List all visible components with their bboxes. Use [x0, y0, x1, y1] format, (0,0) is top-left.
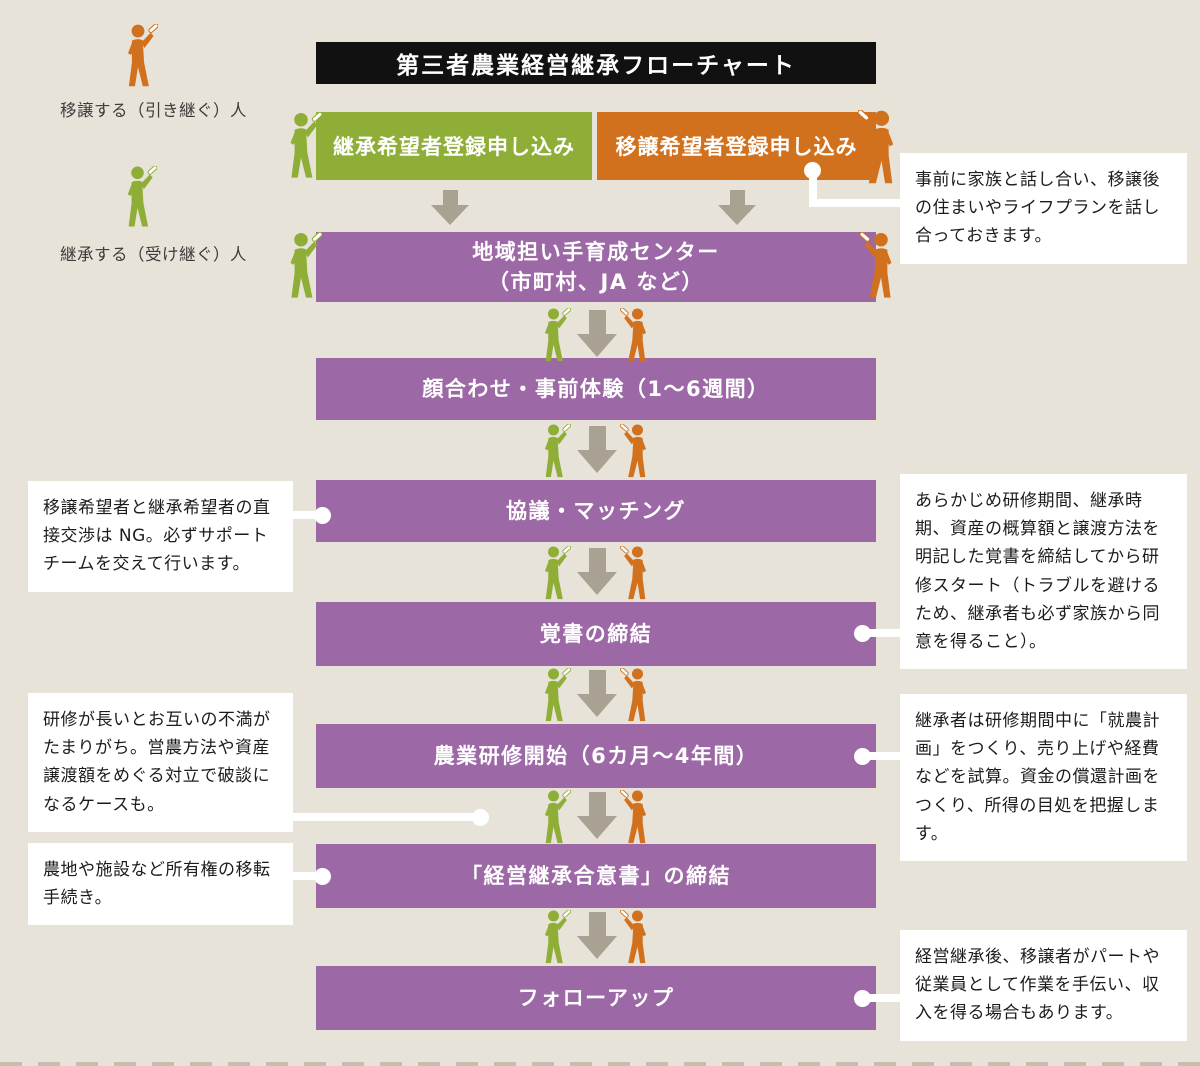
down-arrow-icon [577, 548, 617, 595]
note-text: 事前に家族と話し合い、移譲後の住まいやライフプランを話し合っておきます。 [915, 170, 1160, 247]
entry-box-transferor-label: 移譲希望者登録申し込み [615, 135, 858, 159]
chart-title-text: 第三者農業経営継承フローチャート [396, 53, 796, 79]
down-arrow-icon [577, 670, 617, 717]
step-box-succession-agreement: 「経営継承合意書」の締結 [316, 844, 876, 908]
step-label: 協議・マッチング [506, 498, 686, 523]
successor-person-icon [536, 790, 571, 848]
step-box-memorandum: 覚書の締結 [316, 602, 876, 666]
transferor-person-icon [860, 232, 902, 304]
connector-line [862, 752, 904, 760]
transferor-person-icon [620, 308, 655, 366]
chart-title: 第三者農業経営継承フローチャート [316, 42, 876, 84]
successor-person-icon [280, 112, 322, 184]
connector-line [286, 813, 484, 821]
note-ownership-transfer: 農地や施設など所有権の移転手続き。 [28, 843, 293, 926]
transferor-person-icon [620, 910, 655, 968]
step-box-follow-up: フォローアップ [316, 966, 876, 1030]
bottom-dashed-border [0, 1062, 1200, 1066]
connector-dot [854, 748, 871, 765]
note-text: 農地や施設など所有権の移転手続き。 [43, 860, 271, 909]
connector-line [809, 199, 904, 207]
down-arrow-icon [577, 426, 617, 473]
entry-box-successor-label: 継承希望者登録申し込み [333, 135, 575, 159]
connector-dot [314, 507, 331, 524]
successor-person-icon [536, 668, 571, 726]
connector-line [862, 629, 904, 637]
transferor-person-icon [620, 546, 655, 604]
note-text: 移譲希望者と継承希望者の直接交渉は NG。必ずサポートチームを交えて行います。 [43, 498, 271, 575]
note-after-succession: 経営継承後、移譲者がパートや従業員として作業を手伝い、収入を得る場合もあります。 [900, 930, 1187, 1041]
down-arrow-icon [577, 912, 617, 959]
legend-transferor-label: 移譲する（引き継ぐ）人 [60, 101, 247, 120]
successor-person-icon [536, 308, 571, 366]
step-label: 「経営継承合意書」の締結 [461, 863, 731, 888]
successor-person-icon [536, 424, 571, 482]
note-text: あらかじめ研修期間、継承時期、資産の概算額と譲渡方法を明記した覚書を締結してから… [915, 491, 1160, 653]
step-box-training-center: 地域担い手育成センター （市町村、JA など） [316, 232, 876, 302]
connector-dot [854, 625, 871, 642]
step-label: フォローアップ [517, 985, 675, 1010]
transferor-person-icon [620, 424, 655, 482]
step-box-discussion-matching: 協議・マッチング [316, 480, 876, 542]
down-arrow-icon [431, 190, 469, 225]
connector-line [809, 171, 817, 207]
step-label: 顔合わせ・事前体験（1〜6週間） [422, 376, 770, 401]
successor-person-icon [280, 232, 322, 304]
note-family-discussion: 事前に家族と話し合い、移譲後の住まいやライフプランを話し合っておきます。 [900, 153, 1187, 264]
step-label: 覚書の締結 [539, 621, 653, 646]
note-memorandum-detail: あらかじめ研修期間、継承時期、資産の概算額と譲渡方法を明記した覚書を締結してから… [900, 474, 1187, 670]
down-arrow-icon [718, 190, 756, 225]
entry-box-successor: 継承希望者登録申し込み [316, 112, 592, 180]
transferor-person-icon [620, 668, 655, 726]
legend-successor-label: 継承する（受け継ぐ）人 [60, 245, 247, 264]
connector-dot [804, 162, 821, 179]
note-text: 研修が長いとお互いの不満がたまりがち。営農方法や資産譲渡額をめぐる対立で破談にな… [43, 710, 271, 815]
step-box-meeting-trial: 顔合わせ・事前体験（1〜6週間） [316, 358, 876, 420]
step-label-line2: （市町村、JA など） [488, 270, 704, 294]
step-label: 農業研修開始（6カ月〜4年間） [433, 743, 759, 768]
transferor-person-icon [118, 24, 158, 92]
connector-dot [854, 990, 871, 1007]
transferor-person-icon [620, 790, 655, 848]
note-farming-plan: 継承者は研修期間中に「就農計画」をつくり、売り上げや経費などを試算。資金の償還計… [900, 694, 1187, 862]
connector-line [286, 511, 326, 519]
down-arrow-icon [577, 310, 617, 357]
note-training-friction: 研修が長いとお互いの不満がたまりがち。営農方法や資産譲渡額をめぐる対立で破談にな… [28, 693, 293, 832]
successor-person-icon [536, 546, 571, 604]
successor-person-icon [118, 166, 157, 232]
step-box-training-start: 農業研修開始（6カ月〜4年間） [316, 724, 876, 788]
down-arrow-icon [577, 792, 617, 839]
connector-dot [314, 868, 331, 885]
note-text: 経営継承後、移譲者がパートや従業員として作業を手伝い、収入を得る場合もあります。 [915, 947, 1160, 1024]
note-no-direct-negotiation: 移譲希望者と継承希望者の直接交渉は NG。必ずサポートチームを交えて行います。 [28, 481, 293, 592]
transferor-person-icon [858, 110, 905, 190]
connector-dot [472, 809, 489, 826]
step-label: 地域担い手育成センター [472, 239, 720, 264]
entry-box-transferor: 移譲希望者登録申し込み [597, 112, 876, 180]
connector-line [862, 994, 904, 1002]
note-text: 継承者は研修期間中に「就農計画」をつくり、売り上げや経費などを試算。資金の償還計… [915, 711, 1160, 844]
successor-person-icon [536, 910, 571, 968]
connector-line [286, 872, 326, 880]
